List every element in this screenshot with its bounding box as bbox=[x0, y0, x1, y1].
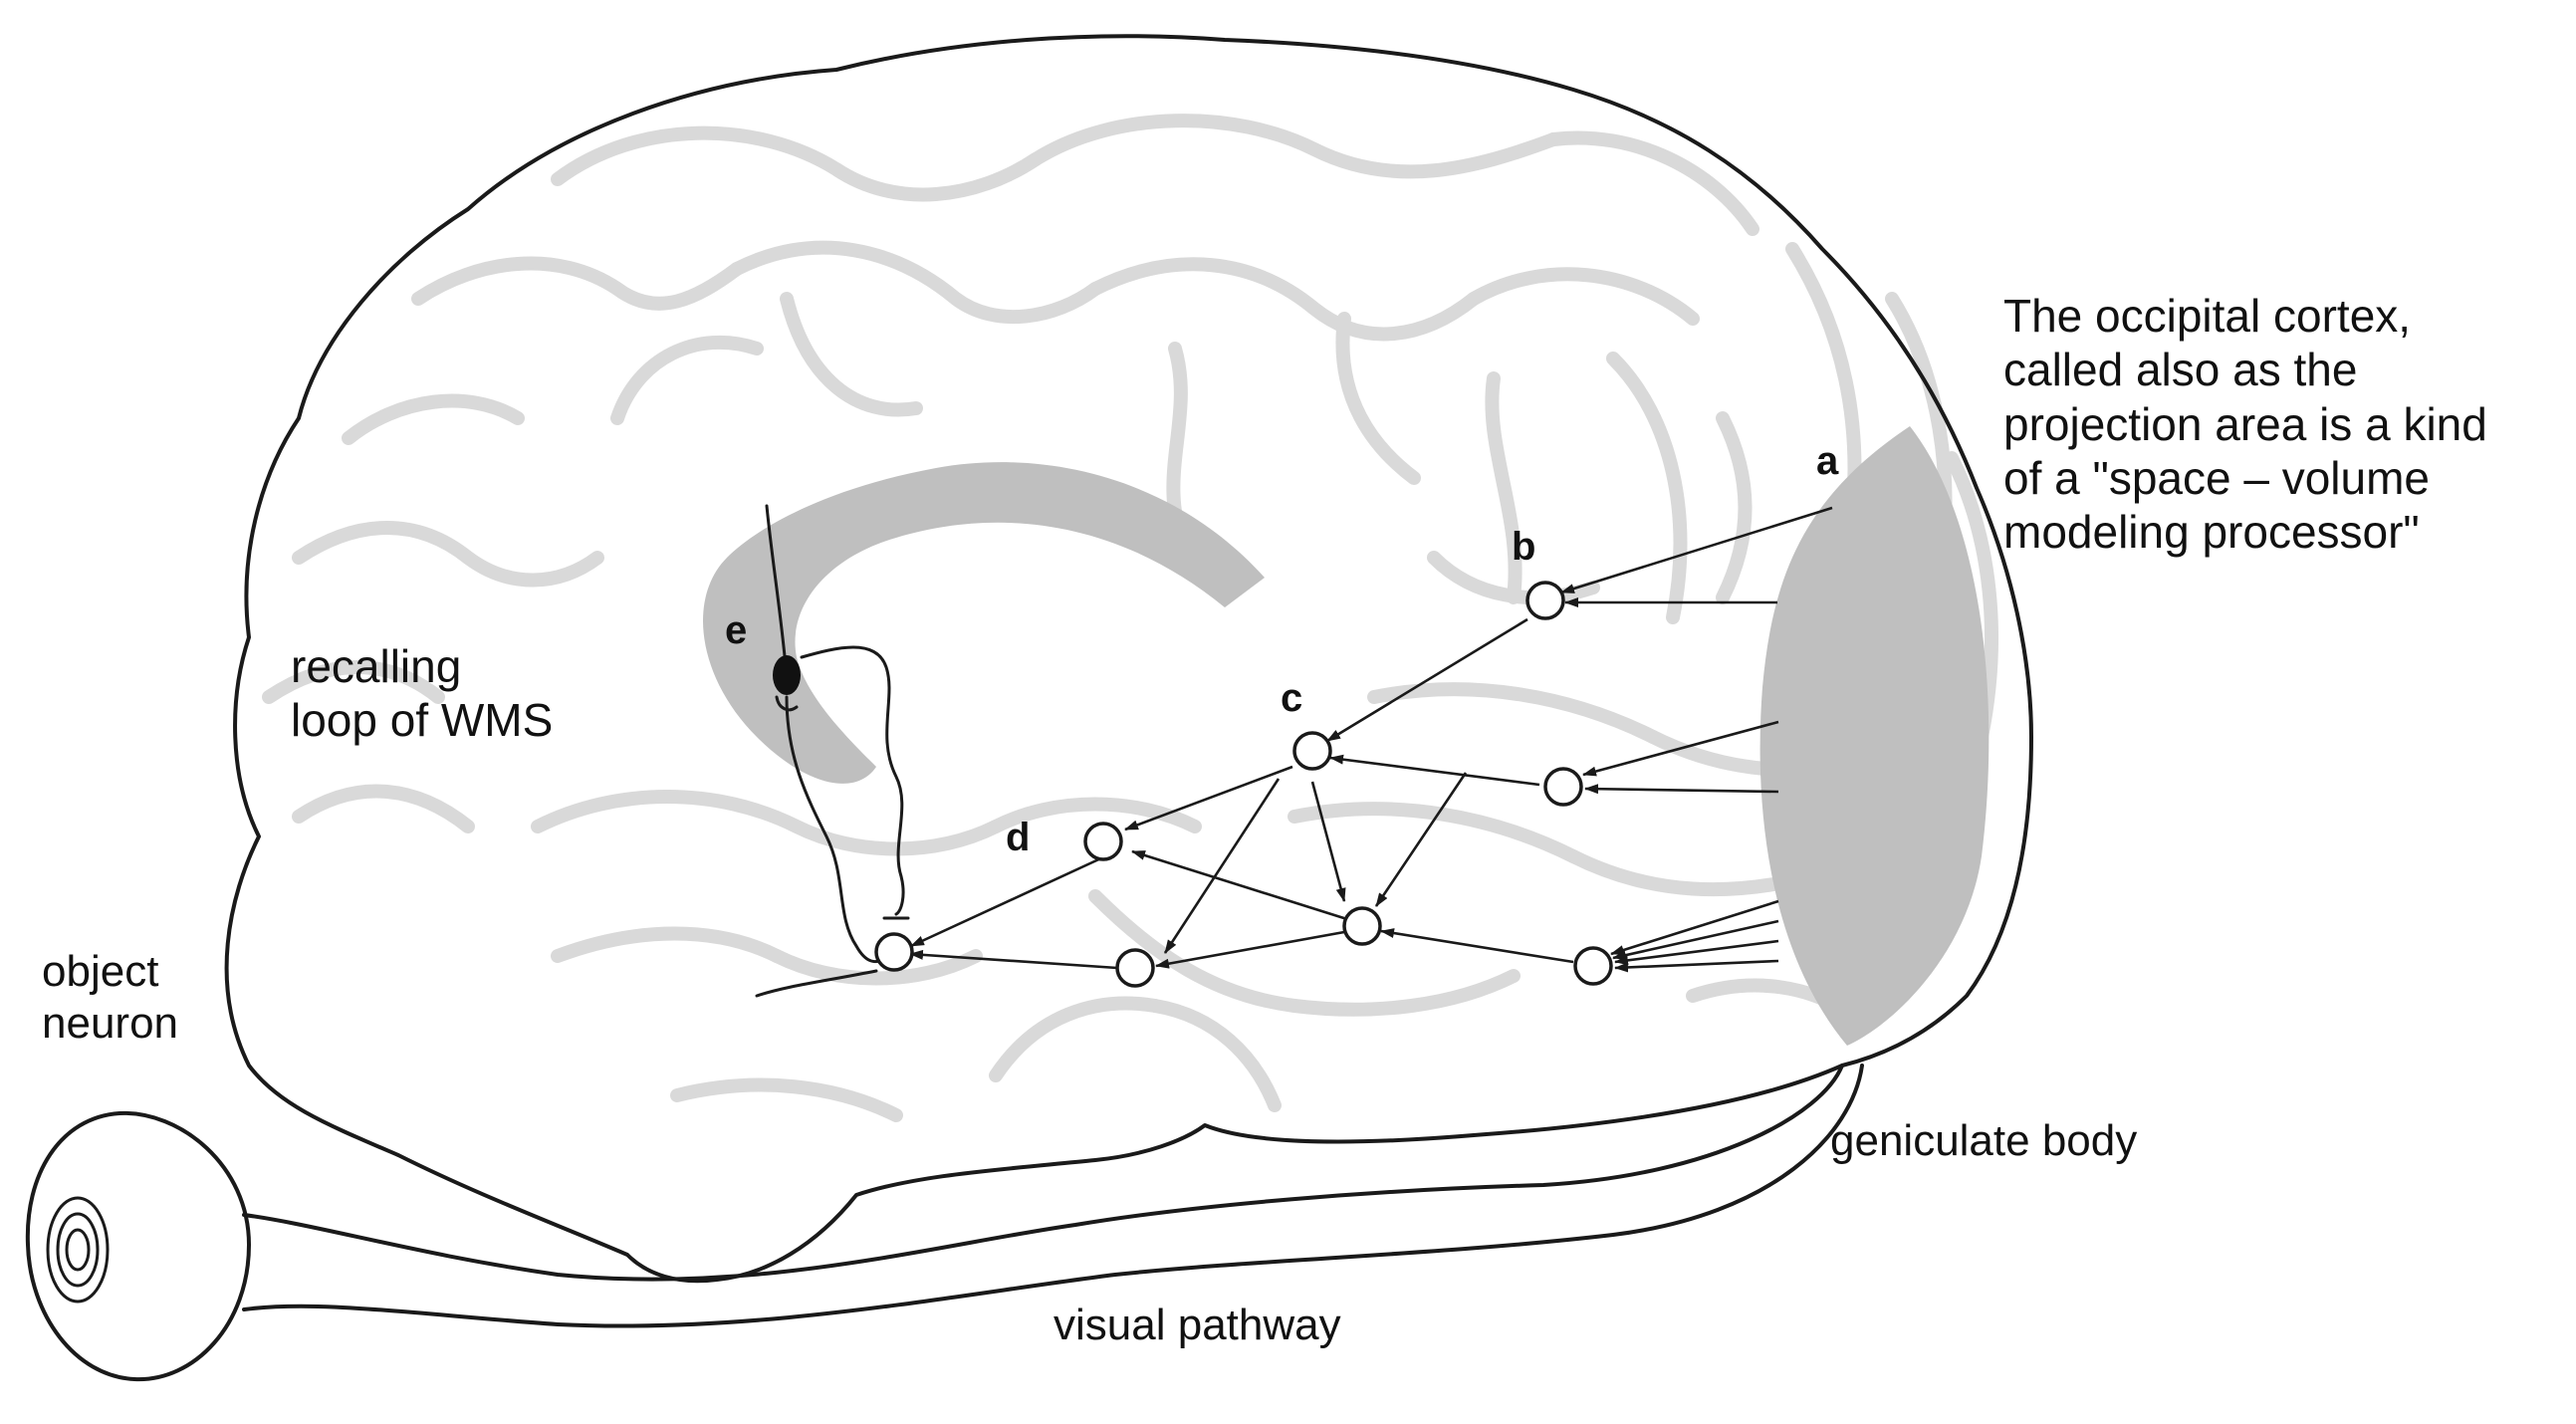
node-d bbox=[1083, 822, 1123, 861]
network-nodes bbox=[874, 581, 1613, 988]
eyeball bbox=[25, 1110, 252, 1382]
node-a-label: a bbox=[1816, 439, 1839, 483]
occipital-note: The occipital cortex, called also as the… bbox=[2003, 290, 2487, 559]
recalling-loop-label: recalling loop of WMS bbox=[291, 640, 554, 747]
node-output bbox=[874, 932, 914, 972]
brain-outline bbox=[224, 34, 2033, 1284]
object-neuron-label: object neuron bbox=[42, 947, 179, 1048]
node-e-label: e bbox=[725, 608, 748, 652]
node-mid-right bbox=[1342, 906, 1382, 946]
network-edges bbox=[909, 506, 1833, 973]
visual-pathway bbox=[242, 1064, 1864, 1328]
node-bottom-right bbox=[1573, 946, 1613, 986]
node-bottom-mid bbox=[1115, 948, 1155, 988]
geniculate-body-label: geniculate body bbox=[1830, 1116, 2138, 1165]
node-d-label: d bbox=[1006, 816, 1031, 859]
node-c-label: c bbox=[1281, 676, 1303, 720]
eye bbox=[25, 1110, 252, 1382]
occipital-region bbox=[1759, 426, 1990, 1046]
node-c-right bbox=[1543, 767, 1583, 807]
cingulate-arc bbox=[703, 462, 1265, 784]
node-c bbox=[1292, 731, 1332, 771]
visual-pathway-label: visual pathway bbox=[1054, 1301, 1341, 1349]
recalling-loop bbox=[755, 504, 910, 998]
pupil bbox=[65, 1228, 91, 1272]
node-b bbox=[1525, 581, 1565, 620]
iris-middle bbox=[56, 1212, 100, 1288]
node-b-label: b bbox=[1512, 525, 1536, 569]
iris-outer bbox=[46, 1196, 110, 1304]
object-neuron-dot bbox=[773, 655, 801, 695]
